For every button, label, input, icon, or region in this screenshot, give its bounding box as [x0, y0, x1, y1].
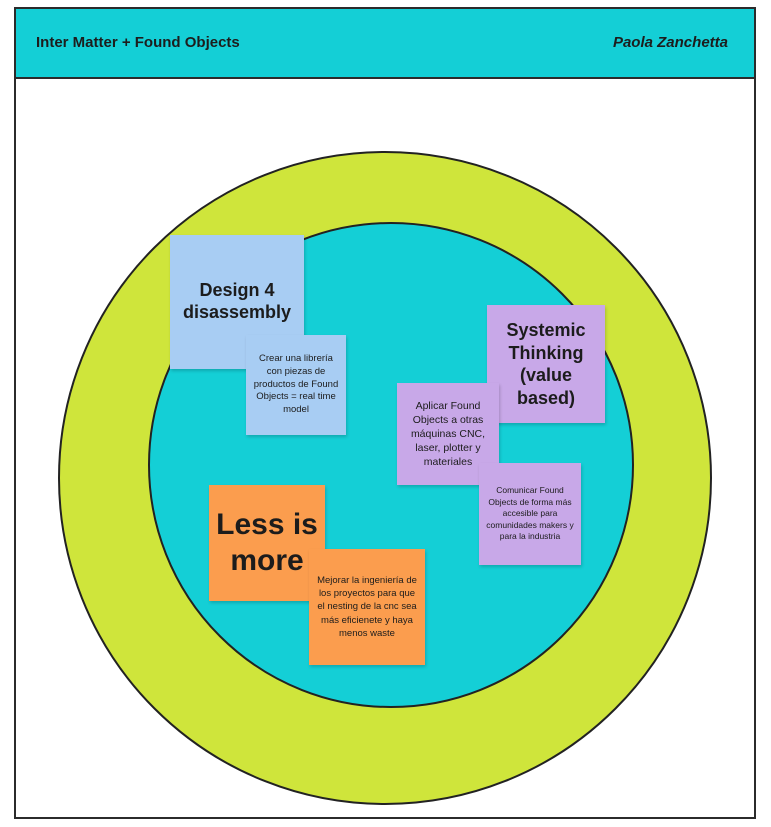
board-title: Inter Matter + Found Objects — [36, 34, 240, 51]
sticky-note-less-detail[interactable]: Mejorar la ingeniería de los proyectos p… — [309, 549, 425, 665]
sticky-note-systemic-title[interactable]: Systemic Thinking (value based) — [487, 305, 605, 423]
sticky-note-design-detail[interactable]: Crear una librería con piezas de product… — [246, 335, 346, 435]
sticky-note-text: Crear una librería con piezas de product… — [253, 352, 339, 416]
sticky-note-text: Comunicar Found Objects de forma más acc… — [486, 485, 574, 542]
sticky-note-systemic-detail-2[interactable]: Comunicar Found Objects de forma más acc… — [479, 463, 581, 565]
sticky-note-text: Systemic Thinking (value based) — [506, 320, 586, 408]
sticky-note-text: Design 4 disassembly — [182, 280, 292, 322]
sticky-note-text: Aplicar Found Objects a otras máquinas C… — [410, 399, 486, 469]
sticky-note-design-title[interactable]: Design 4 disassembly — [170, 235, 304, 369]
header-bar: Inter Matter + Found Objects Paola Zanch… — [16, 9, 754, 79]
sticky-note-text: Less is more — [216, 508, 318, 577]
sticky-note-text: Mejorar la ingeniería de los proyectos p… — [317, 574, 417, 639]
author-name: Paola Zanchetta — [612, 34, 728, 51]
sticky-note-less-title[interactable]: Less is more — [209, 485, 325, 601]
